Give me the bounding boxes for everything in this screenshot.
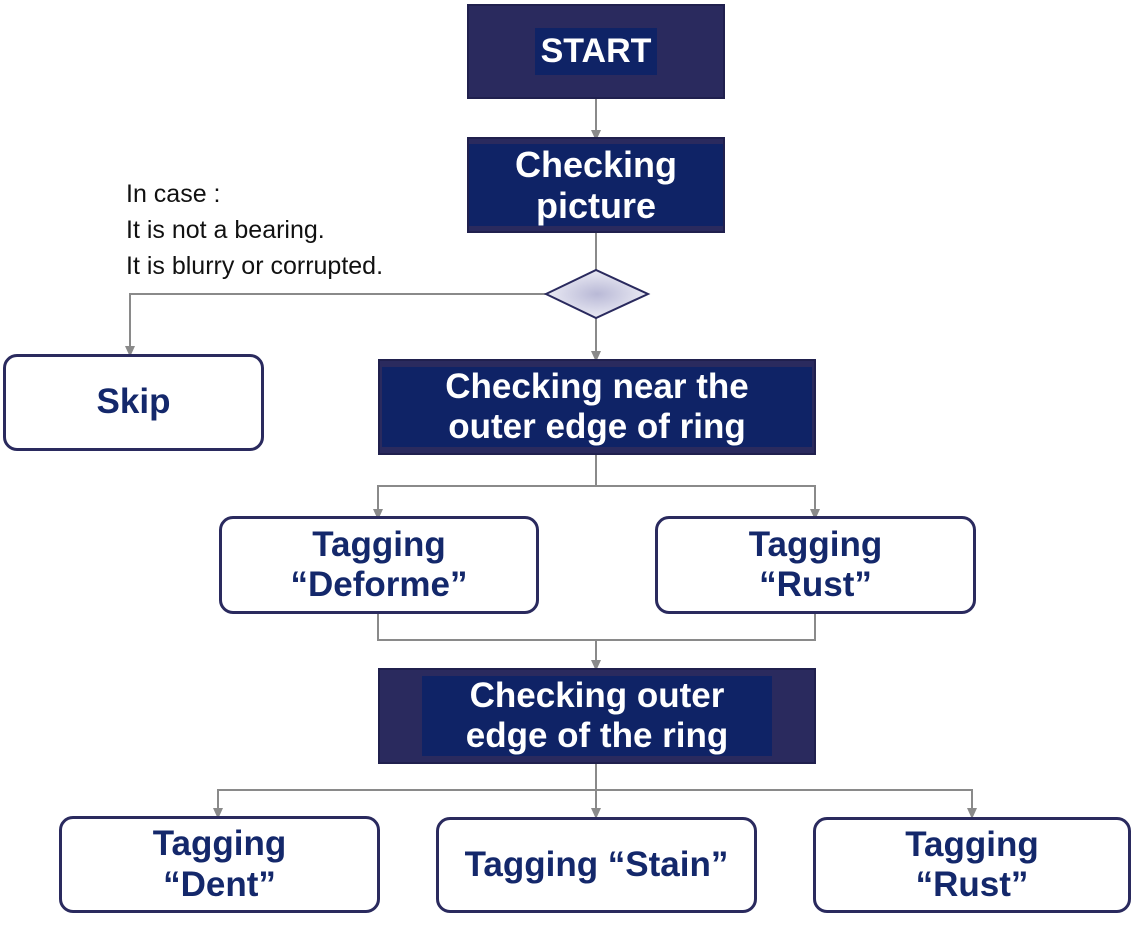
connector-to-rust-1: [596, 485, 820, 520]
tag-deforme-node: Tagging “Deforme”: [219, 516, 539, 614]
tag-dent-label-line: “Dent”: [163, 864, 276, 904]
skip-condition-note: In case : It is not a bearing. It is blu…: [126, 176, 383, 284]
tag-stain-label: Tagging “Stain”: [464, 844, 729, 884]
checking-outer-edge-label-line: edge of the ring: [465, 716, 729, 755]
connector-deforme-merge: [377, 614, 816, 641]
checking-picture-node: Checking picture: [467, 137, 725, 233]
checking-near-outer-edge-label-line: Checking near the: [445, 366, 749, 406]
decision-diamond: [543, 268, 651, 320]
start-node: START: [467, 4, 725, 99]
checking-outer-edge-label-line: Checking outer: [469, 675, 725, 715]
checking-outer-edge-node: Checking outer edge of the ring: [378, 668, 816, 764]
tag-rust-node: Tagging “Rust”: [655, 516, 976, 614]
skip-node: Skip: [3, 354, 264, 451]
tag-rust-label-line: “Rust”: [759, 565, 872, 604]
skip-label: Skip: [96, 382, 171, 422]
tag-rust-label-line: “Rust”: [915, 865, 1029, 904]
tag-deforme-label-line: Tagging: [312, 524, 446, 564]
tag-stain-node: Tagging “Stain”: [436, 817, 757, 913]
checking-picture-label-line: picture: [535, 185, 657, 226]
tag-rust-label-line: Tagging: [905, 824, 1039, 864]
start-label: START: [540, 31, 652, 70]
connector-decision-to-skip: [125, 293, 546, 357]
skip-condition-line: In case :: [126, 180, 221, 208]
connector-to-dent: [213, 789, 596, 819]
tag-deforme-label-line: “Deforme”: [290, 565, 468, 604]
checking-near-outer-edge-label-line: outer edge of ring: [448, 407, 746, 446]
tag-dent-node: Tagging “Dent”: [59, 816, 380, 913]
checking-picture-label-line: Checking: [514, 143, 678, 185]
tag-rust-node: Tagging “Rust”: [813, 817, 1131, 913]
connector-to-rust-2: [596, 789, 977, 819]
checking-near-outer-edge-node: Checking near the outer edge of ring: [378, 359, 816, 455]
tag-rust-label-line: Tagging: [748, 524, 883, 564]
skip-condition-line: It is not a bearing.: [126, 216, 325, 244]
tag-dent-label-line: Tagging: [152, 824, 287, 864]
skip-condition-line: It is blurry or corrupted.: [126, 252, 384, 280]
connector-to-deforme: [373, 485, 596, 520]
